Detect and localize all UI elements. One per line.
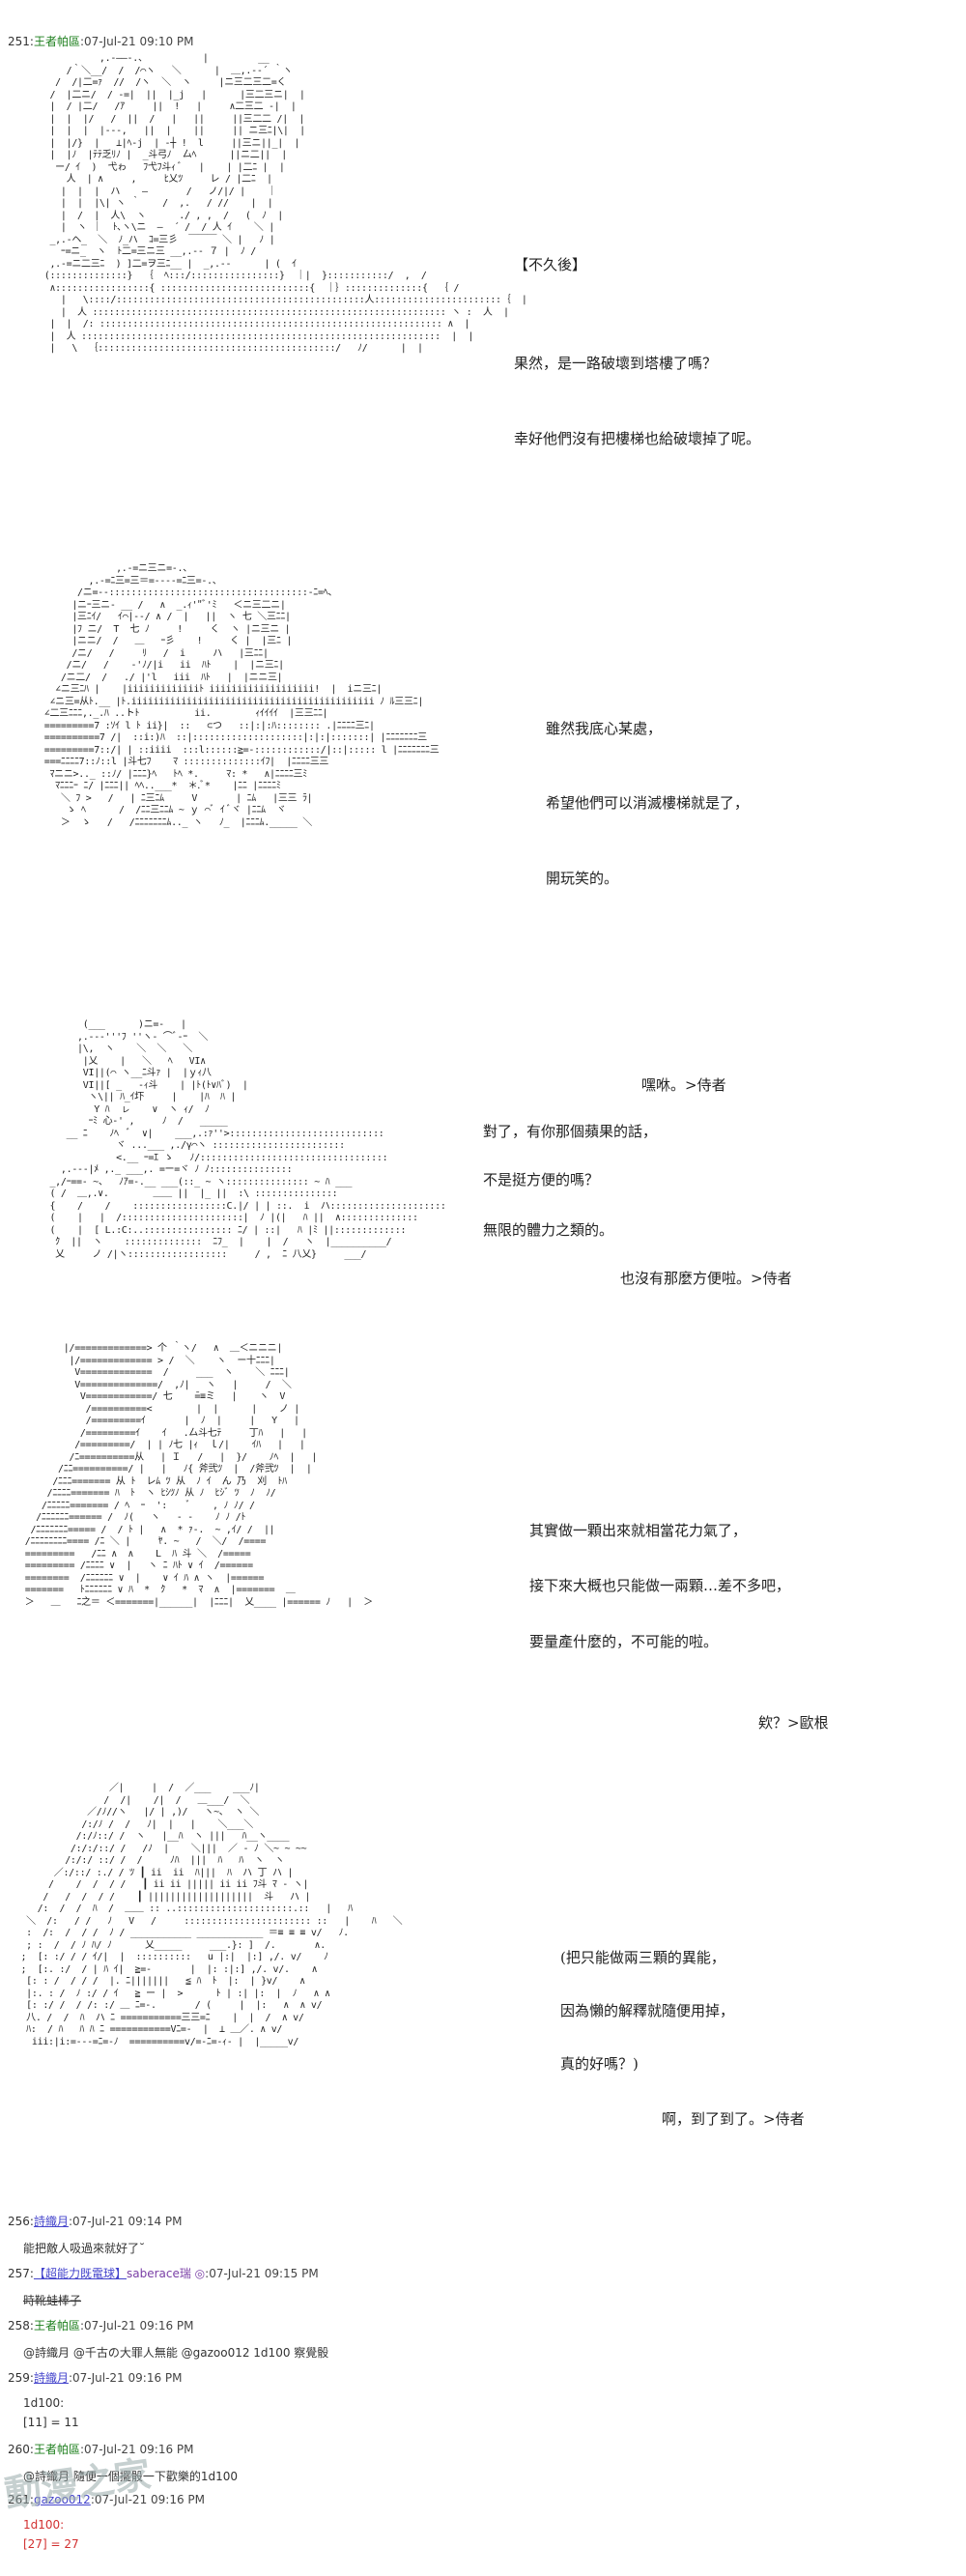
post-datetime: :07-Jul-21 09:14 PM xyxy=(68,2215,183,2228)
ascii-art-panel-3: (___ )ニ=- | ,.-‐‐'''ﾌ ''ヽ‐ ⌒ﾞ‐ｰ ＼ |\, ヽ … xyxy=(49,1019,446,1260)
ascii-art-panel-4: |/=============> 个 ｀ヽ/ ∧ ＿＜ニニニ| |/======… xyxy=(24,1343,374,1608)
post-number: 251: xyxy=(8,35,34,48)
post-body: 能把敵人吸過來就好了˘ xyxy=(23,2242,146,2255)
post-datetime: :07-Jul-21 09:16 PM xyxy=(90,2493,206,2506)
poster-name[interactable]: 詩織月 xyxy=(33,2215,69,2228)
post-datetime: :07-Jul-21 09:10 PM xyxy=(79,35,194,48)
post-header: 261:gazoo012:07-Jul-21 09:16 PM xyxy=(8,2493,205,2506)
poster-name[interactable]: 【超能力既電球】 xyxy=(33,2267,127,2280)
post-header: 259:詩織月:07-Jul-21 09:16 PM xyxy=(8,2369,183,2386)
post-number: 256: xyxy=(8,2215,34,2228)
dialogue-line: 其實做一顆出來就相當花力氣了， xyxy=(529,1522,748,1539)
post-body: @詩織月 @千古の大罪人無能 @gazoo012 1d100 察覺骰 xyxy=(23,2346,329,2360)
poster-name[interactable]: 詩織月 xyxy=(33,2371,69,2385)
dialogue-line: 幸好他們沒有把樓梯也給破壞掉了呢。 xyxy=(514,430,761,447)
dialogue-line: 啊，到了到了。>侍者 xyxy=(662,2110,805,2128)
post-datetime: :07-Jul-21 09:15 PM xyxy=(205,2267,319,2280)
post-datetime: :07-Jul-21 09:16 PM xyxy=(79,2443,194,2456)
dice-result: [11] = 11 xyxy=(23,2416,79,2429)
poster-name[interactable]: 王者帕區 xyxy=(33,2319,80,2333)
post-number: 258: xyxy=(8,2319,34,2333)
dialogue-line: 對了，有你那個蘋果的話， xyxy=(483,1123,658,1140)
dice-label: 1d100: xyxy=(23,2518,65,2532)
post-header: 260:王者帕區:07-Jul-21 09:16 PM xyxy=(8,2441,194,2457)
dialogue-line: 因為懶的解釋就隨便用掉， xyxy=(560,2002,735,2019)
dialogue-line: 無限的體力之類的。 xyxy=(483,1221,614,1239)
post-header: 251:王者帕區:07-Jul-21 09:10 PM xyxy=(8,33,194,49)
post-header: 258:王者帕區:07-Jul-21 09:16 PM xyxy=(8,2317,194,2333)
dialogue-line: 嘿咻。>侍者 xyxy=(641,1076,726,1094)
dialogue-line: 開玩笑的。 xyxy=(546,870,619,887)
post-header: 257:【超能力既電球】saberace瑞 ◎:07-Jul-21 09:15 … xyxy=(8,2265,319,2281)
dialogue-line: 果然，是一路破壞到塔樓了嗎？ xyxy=(514,355,718,372)
dialogue-line: 希望他們可以消滅樓梯就是了， xyxy=(546,794,750,812)
dialogue-line: 真的好嗎？) xyxy=(560,2055,639,2073)
ascii-art-panel-5: ／| | / ／___ ___ﾉ| / /| /| / ＿___/ ＼ ／/ﾉ/… xyxy=(20,1783,403,2047)
post-datetime: :07-Jul-21 09:16 PM xyxy=(79,2319,194,2333)
post-number: 260: xyxy=(8,2443,34,2456)
dice-label: 1d100: xyxy=(23,2396,65,2410)
dialogue-line: 不是挺方便的嗎？ xyxy=(483,1171,600,1188)
caption-after-a-while: 【不久後】 xyxy=(514,256,587,273)
post-number: 259: xyxy=(8,2371,34,2385)
dialogue-line: 雖然我底心某處， xyxy=(546,720,663,737)
post-datetime: :07-Jul-21 09:16 PM xyxy=(68,2371,183,2385)
post-body: @詩織月 隨便一個擺骰一下歡樂的1d100 xyxy=(23,2470,238,2483)
dialogue-line: 欸？>歐根 xyxy=(758,1714,829,1732)
dialogue-line: (把只能做兩三顆的異能， xyxy=(560,1949,725,1966)
ascii-art-panel-1: ,.-――-.、 | __ /｀＼__/ / /⌒ヽ ＼ | ＿,.-‐´ ｀ヽ… xyxy=(43,53,527,354)
dialogue-line: 也沒有那麼方便啦。>侍者 xyxy=(620,1270,792,1287)
dialogue-line: 要量產什麼的，不可能的啦。 xyxy=(529,1633,719,1650)
post-body: 時靴蛙棒子 xyxy=(23,2294,82,2307)
post-header: 256:詩織月:07-Jul-21 09:14 PM xyxy=(8,2213,183,2229)
post-number: 261: xyxy=(8,2493,34,2506)
post-number: 257: xyxy=(8,2267,34,2280)
poster-name[interactable]: 王者帕區 xyxy=(33,35,80,48)
poster-trip: saberace瑞 xyxy=(126,2267,191,2280)
poster-name[interactable]: 王者帕區 xyxy=(33,2443,80,2456)
poster-mark: ◎ xyxy=(194,2267,206,2280)
poster-name[interactable]: gazoo012 xyxy=(33,2493,91,2506)
dialogue-line: 接下來大概也只能做一兩顆…差不多吧， xyxy=(529,1577,791,1594)
dice-result: [27] = 27 xyxy=(23,2537,79,2551)
ascii-art-panel-2: ,.-=ニ三ニ=-.、 ,.-=ﾆ三=三＝=-‐‐‐=ﾆ三=-.、 /ニ=-‐:… xyxy=(43,563,440,828)
